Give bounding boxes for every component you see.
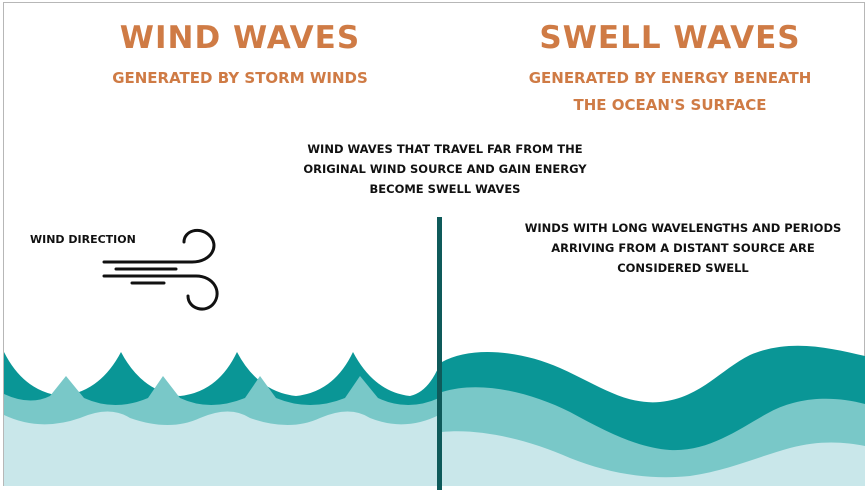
swell-subtitle-line2: THE OCEAN'S SURFACE [573,96,767,114]
swell-wave-light [442,431,865,486]
transition-note-line3: BECOME SWELL WAVES [369,182,521,196]
swell-subtitle-line1: GENERATED BY ENERGY BENEATH [528,69,812,87]
transition-note: WIND WAVES THAT TRAVEL FAR FROM THE ORIG… [235,139,655,199]
swell-waves-subtitle: GENERATED BY ENERGY BENEATH THE OCEAN'S … [460,65,868,119]
swell-note: WINDS WITH LONG WAVELENGTHS AND PERIODS … [468,218,868,278]
swell-note-line1: WINDS WITH LONG WAVELENGTHS AND PERIODS [524,221,842,235]
wind-waves [4,352,439,486]
section-divider [437,217,442,490]
wind-waves-title: WIND WAVES [119,20,361,56]
transition-note-line1: WIND WAVES THAT TRAVEL FAR FROM THE [307,142,583,156]
wind-icon [102,228,219,311]
wind-wave-light [4,411,439,486]
wind-direction-label: WIND DIRECTION [30,233,136,246]
wind-waves-subtitle: GENERATED BY STORM WINDS [112,69,368,87]
swell-note-line3: CONSIDERED SWELL [617,261,749,275]
transition-note-line2: ORIGINAL WIND SOURCE AND GAIN ENERGY [303,162,587,176]
swell-waves-title: SWELL WAVES [539,20,801,56]
swell-note-line2: ARRIVING FROM A DISTANT SOURCE ARE [551,241,815,255]
swell-waves [442,345,865,486]
